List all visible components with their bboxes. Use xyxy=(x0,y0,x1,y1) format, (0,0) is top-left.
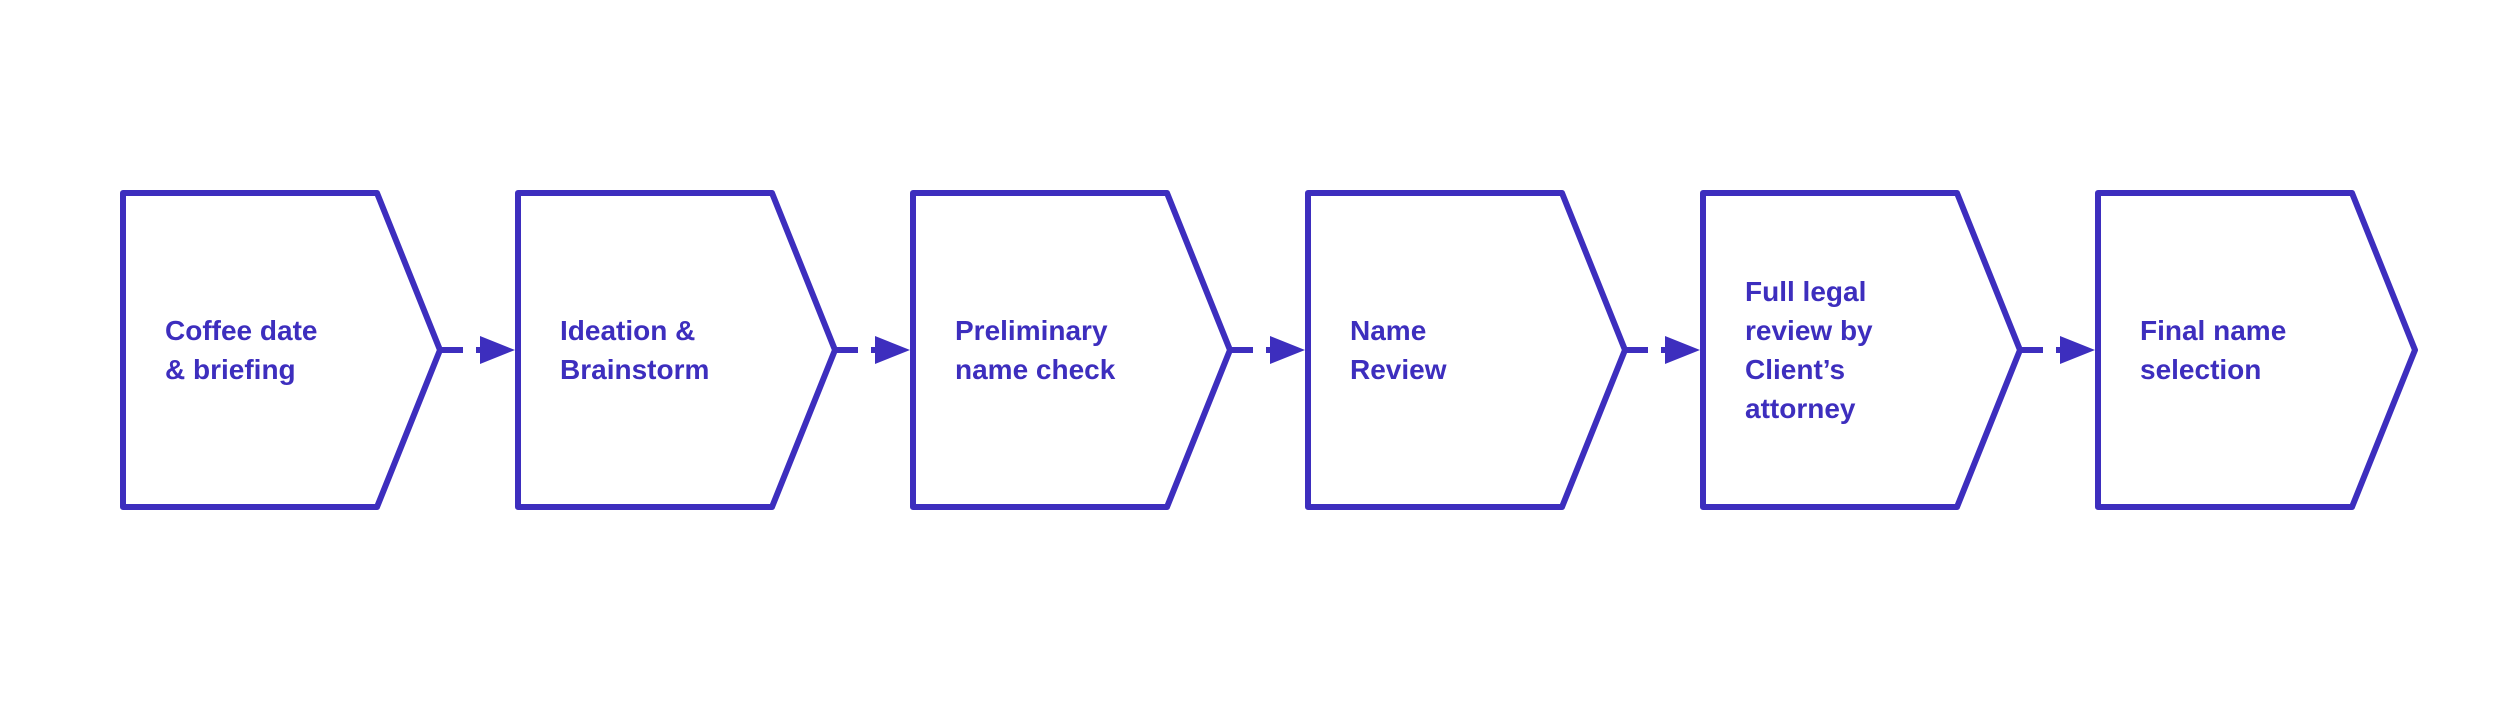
step-label: Coffee date & briefing xyxy=(165,315,318,385)
step-label: Preliminary name check xyxy=(955,315,1116,385)
flow-arrow xyxy=(1625,336,1700,364)
step-ideation-brainstorm: Ideation & Brainstorm xyxy=(515,190,838,510)
chevron-shape xyxy=(2095,190,2418,510)
chevron-shape xyxy=(1700,190,2023,510)
flow-arrow xyxy=(2020,336,2095,364)
step-final-name-selection: Final name selection xyxy=(2095,190,2418,510)
flow-arrow xyxy=(1230,336,1305,364)
step-preliminary-name-check: Preliminary name check xyxy=(910,190,1233,510)
step-label: Name Review xyxy=(1350,315,1447,385)
chevron-shape xyxy=(1305,190,1628,510)
step-coffee-date: Coffee date & briefing xyxy=(120,190,443,510)
step-label: Ideation & Brainstorm xyxy=(560,315,710,385)
step-name-review: Name Review xyxy=(1305,190,1628,510)
flow-arrow xyxy=(440,336,515,364)
step-full-legal-review: Full legal review by Client’s attorney xyxy=(1700,190,2023,510)
step-label: Final name selection xyxy=(2140,315,2287,385)
chevron-shape xyxy=(515,190,838,510)
chevron-shape xyxy=(910,190,1233,510)
step-label: Full legal review by Client’s attorney xyxy=(1745,276,1873,424)
flow-arrow xyxy=(835,336,910,364)
chevron-shape xyxy=(120,190,443,510)
